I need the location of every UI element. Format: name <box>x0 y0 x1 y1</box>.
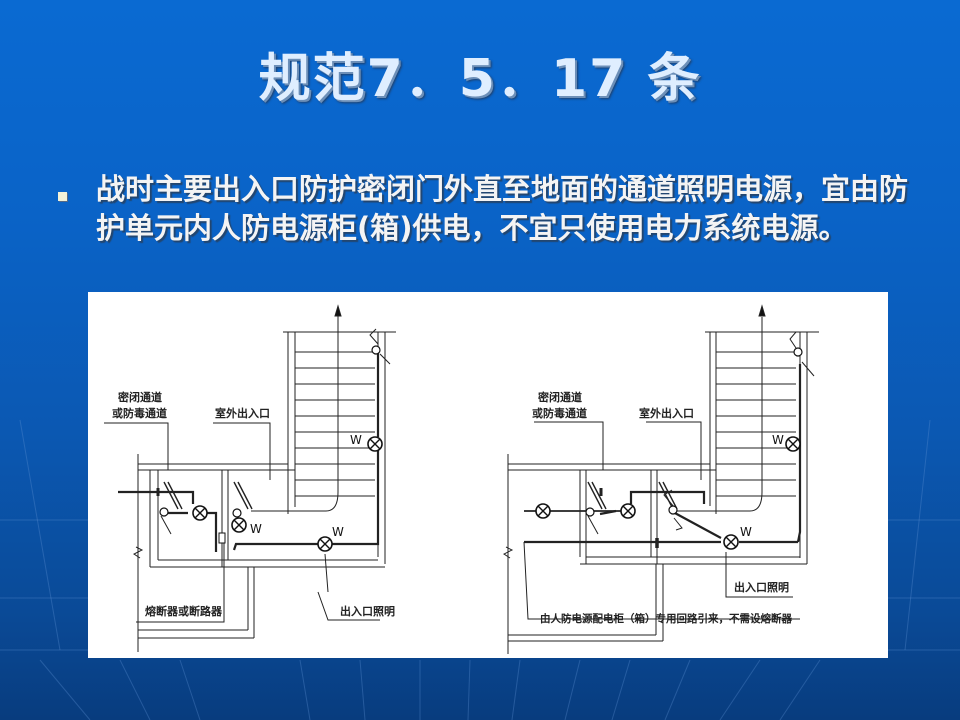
right-switch-1-icon <box>585 507 595 517</box>
right-diagram <box>503 304 819 654</box>
right-lamp-stair-icon <box>785 436 801 452</box>
right-label-passage-1: 密闭通道 <box>538 390 582 404</box>
left-label-fuse: 熔断器或断路器 <box>145 604 223 618</box>
left-lamp-passage-icon <box>192 505 208 521</box>
slide-title: 规范7．5．17 条 <box>258 49 702 109</box>
left-lamp-mark-w2: W <box>332 525 344 539</box>
left-label-passage-2: 或防毒通道 <box>112 406 167 420</box>
square-bullet-icon <box>58 192 67 201</box>
left-lamp-mark-w1: W <box>250 522 262 536</box>
right-label-passage-2: 或防毒通道 <box>532 406 587 420</box>
left-switch-stair-icon <box>371 345 381 355</box>
right-lamp-mark-w1: W <box>740 525 752 539</box>
right-lamp-mark-w2: W <box>772 433 784 447</box>
right-label-source-note: 由人防电源配电柜（箱）专用回路引来，不需设熔断器 <box>540 612 792 625</box>
left-label-passage-1: 密闭通道 <box>118 390 162 404</box>
bullet-text: 战时主要出入口防护密闭门外直至地面的通道照明电源，宜由防护单元内人防电源柜(箱)… <box>96 172 909 245</box>
wiring-diagram-figure: 密闭通道 或防毒通道 室外出入口 出入口照明 熔断器或断路器 W W W <box>88 292 888 658</box>
wiring-diagrams: 密闭通道 或防毒通道 室外出入口 出入口照明 熔断器或断路器 W W W <box>104 304 819 654</box>
left-lamp-corridor-icon <box>317 536 333 552</box>
left-switch-2-icon <box>232 508 242 518</box>
left-lamp-stair-icon <box>367 436 383 452</box>
left-switch-1-icon <box>159 507 169 517</box>
right-lamp-outside-icon <box>535 503 551 519</box>
right-switch-2-icon <box>668 505 678 515</box>
right-lamp-corridor-icon <box>723 534 739 550</box>
right-label-outdoor-exit: 室外出入口 <box>639 406 694 420</box>
right-lamp-passage-icon <box>620 503 636 519</box>
right-label-exit-lighting: 出入口照明 <box>734 580 789 594</box>
right-switch-stair-icon <box>793 347 803 357</box>
left-lamp-doorway-icon <box>231 517 247 533</box>
left-label-exit-lighting: 出入口照明 <box>340 604 395 618</box>
left-diagram <box>104 304 396 652</box>
left-lamp-mark-w3: W <box>350 433 362 447</box>
left-label-outdoor-exit: 室外出入口 <box>215 406 270 420</box>
